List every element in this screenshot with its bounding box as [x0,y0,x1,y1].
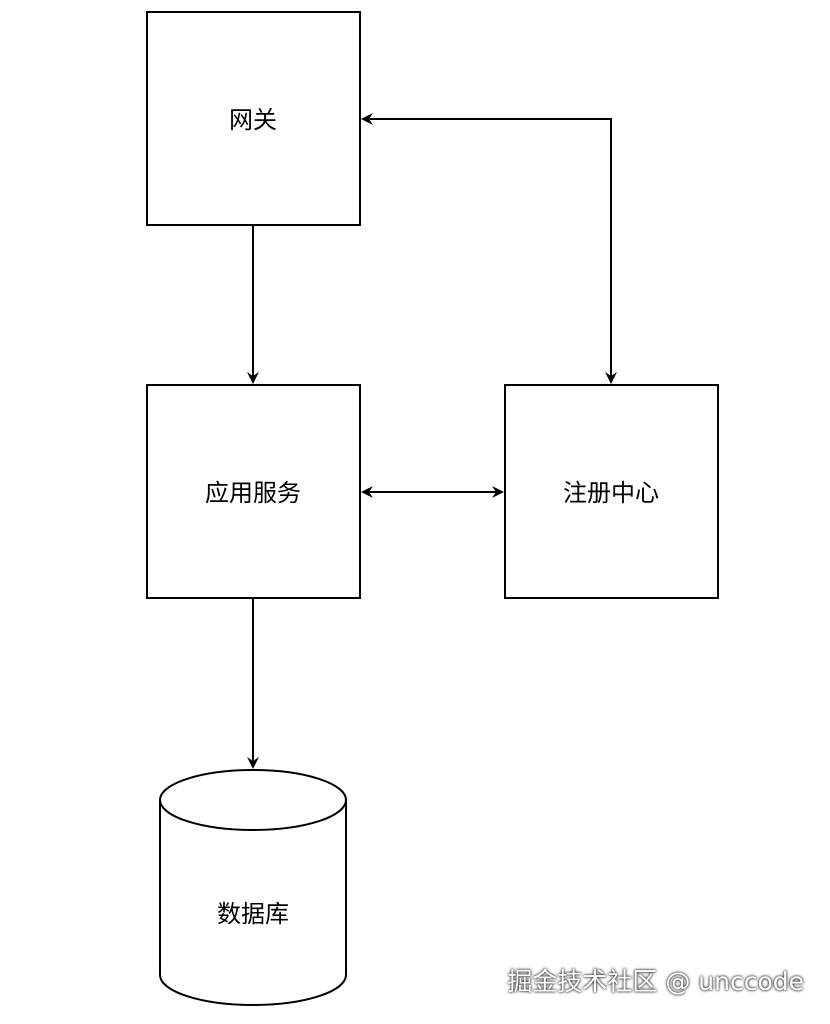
registry-node: 注册中心 [504,384,719,599]
gateway-label: 网关 [229,106,277,134]
gateway-registry-bidirectional-arrow [361,113,617,384]
database-label: 数据库 [217,900,289,928]
app-service-node: 应用服务 [146,384,361,599]
watermark-text: 掘金技术社区 @ unccode [507,967,804,996]
app-service-label: 应用服务 [205,479,301,507]
database-node: 数据库 [159,769,347,1006]
gateway-node: 网关 [146,11,361,226]
registry-label: 注册中心 [563,479,659,507]
